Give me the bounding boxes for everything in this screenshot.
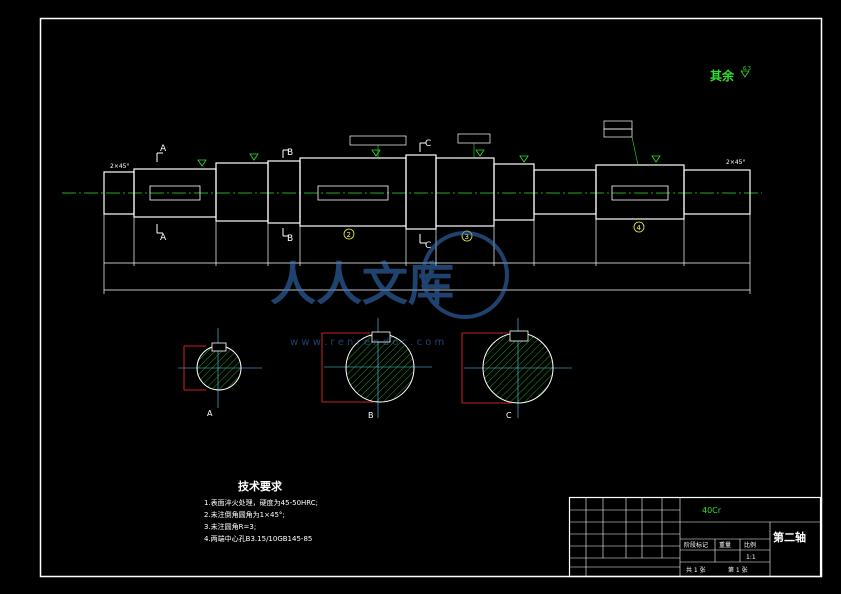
section-c-keyway	[509, 330, 529, 342]
length-dimensions	[103, 214, 751, 294]
tech-requirement-item: 3.未注圆角R=3;	[204, 522, 256, 531]
section-label-a-top: A	[160, 144, 167, 154]
section-c-label: C	[506, 411, 512, 420]
section-b-keyway	[371, 331, 391, 343]
watermark-url: w w w . r e n r e n d o c . c o m	[290, 337, 444, 348]
title-block-sheet-total: 共 1 张	[686, 566, 706, 574]
section-label-b-top: B	[287, 148, 293, 158]
title-block-header-stage: 阶段标记	[684, 541, 708, 549]
section-view-c: C	[461, 318, 572, 420]
section-a-keyway	[211, 342, 227, 352]
title-block-header-scale: 比例	[744, 541, 756, 549]
section-c-disk	[482, 332, 554, 404]
tech-requirements-title: 技术要求	[238, 479, 283, 493]
section-label-b-bottom: B	[287, 234, 293, 244]
shaft-main-view: A A B B C C 2 3 4 2×45° 2×45° 其余	[62, 66, 762, 294]
title-block-header-weight: 重量	[719, 541, 731, 549]
shaft-outline	[103, 154, 751, 230]
tech-requirement-item: 1.表面淬火处理，硬度为45-50HRC;	[204, 498, 318, 507]
section-a-label: A	[207, 409, 213, 418]
balloon-4: 4	[637, 224, 642, 232]
balloon-2: 2	[347, 231, 351, 239]
section-view-b: B	[321, 318, 432, 420]
roughness-symbol-icon	[740, 70, 750, 78]
keyways	[149, 185, 669, 201]
tech-requirement-item: 4.两端中心孔B3.15/10GB145-85	[204, 534, 312, 543]
tolerance-frames	[349, 120, 633, 146]
title-block-drawing-name: 第二轴	[773, 530, 806, 544]
part-balloons	[343, 221, 645, 242]
title-block-material: 40Cr	[702, 506, 722, 515]
roughness-marks	[197, 149, 661, 167]
section-label-c-top: C	[425, 139, 431, 149]
right-chamfer-label: 2×45°	[726, 159, 745, 166]
tech-requirement-item: 2.未注倒角圆角为1×45°;	[204, 510, 285, 519]
title-block-scale: 1:1	[746, 554, 756, 561]
outer-border	[39, 17, 823, 578]
remaining-roughness-note: 其余	[710, 68, 735, 83]
left-chamfer-label: 2×45°	[110, 163, 129, 170]
watermark-logo-icon	[421, 231, 509, 319]
balloon-3: 3	[465, 233, 469, 241]
remaining-roughness-value: 6.3	[743, 66, 751, 72]
title-block: 40Cr 第二轴 阶段标记 重量 比例 1:1 共 1 张 第 1 张	[568, 496, 822, 578]
section-b-label: B	[368, 411, 374, 420]
watermark-text: 人人文库	[270, 257, 454, 311]
section-a-disk	[196, 345, 242, 391]
section-label-c-bottom: C	[425, 241, 431, 251]
tech-requirements: 技术要求 1.表面淬火处理，硬度为45-50HRC; 2.未注倒角圆角为1×45…	[204, 479, 318, 543]
leader-lines	[377, 136, 639, 166]
section-view-a: A	[178, 328, 262, 418]
section-label-a-bottom: A	[160, 233, 167, 243]
section-markers	[156, 142, 426, 244]
title-block-sheet-no: 第 1 张	[728, 566, 748, 574]
watermark: 人人文库 w w w . r e n r e n d o c . c o m	[270, 231, 509, 348]
